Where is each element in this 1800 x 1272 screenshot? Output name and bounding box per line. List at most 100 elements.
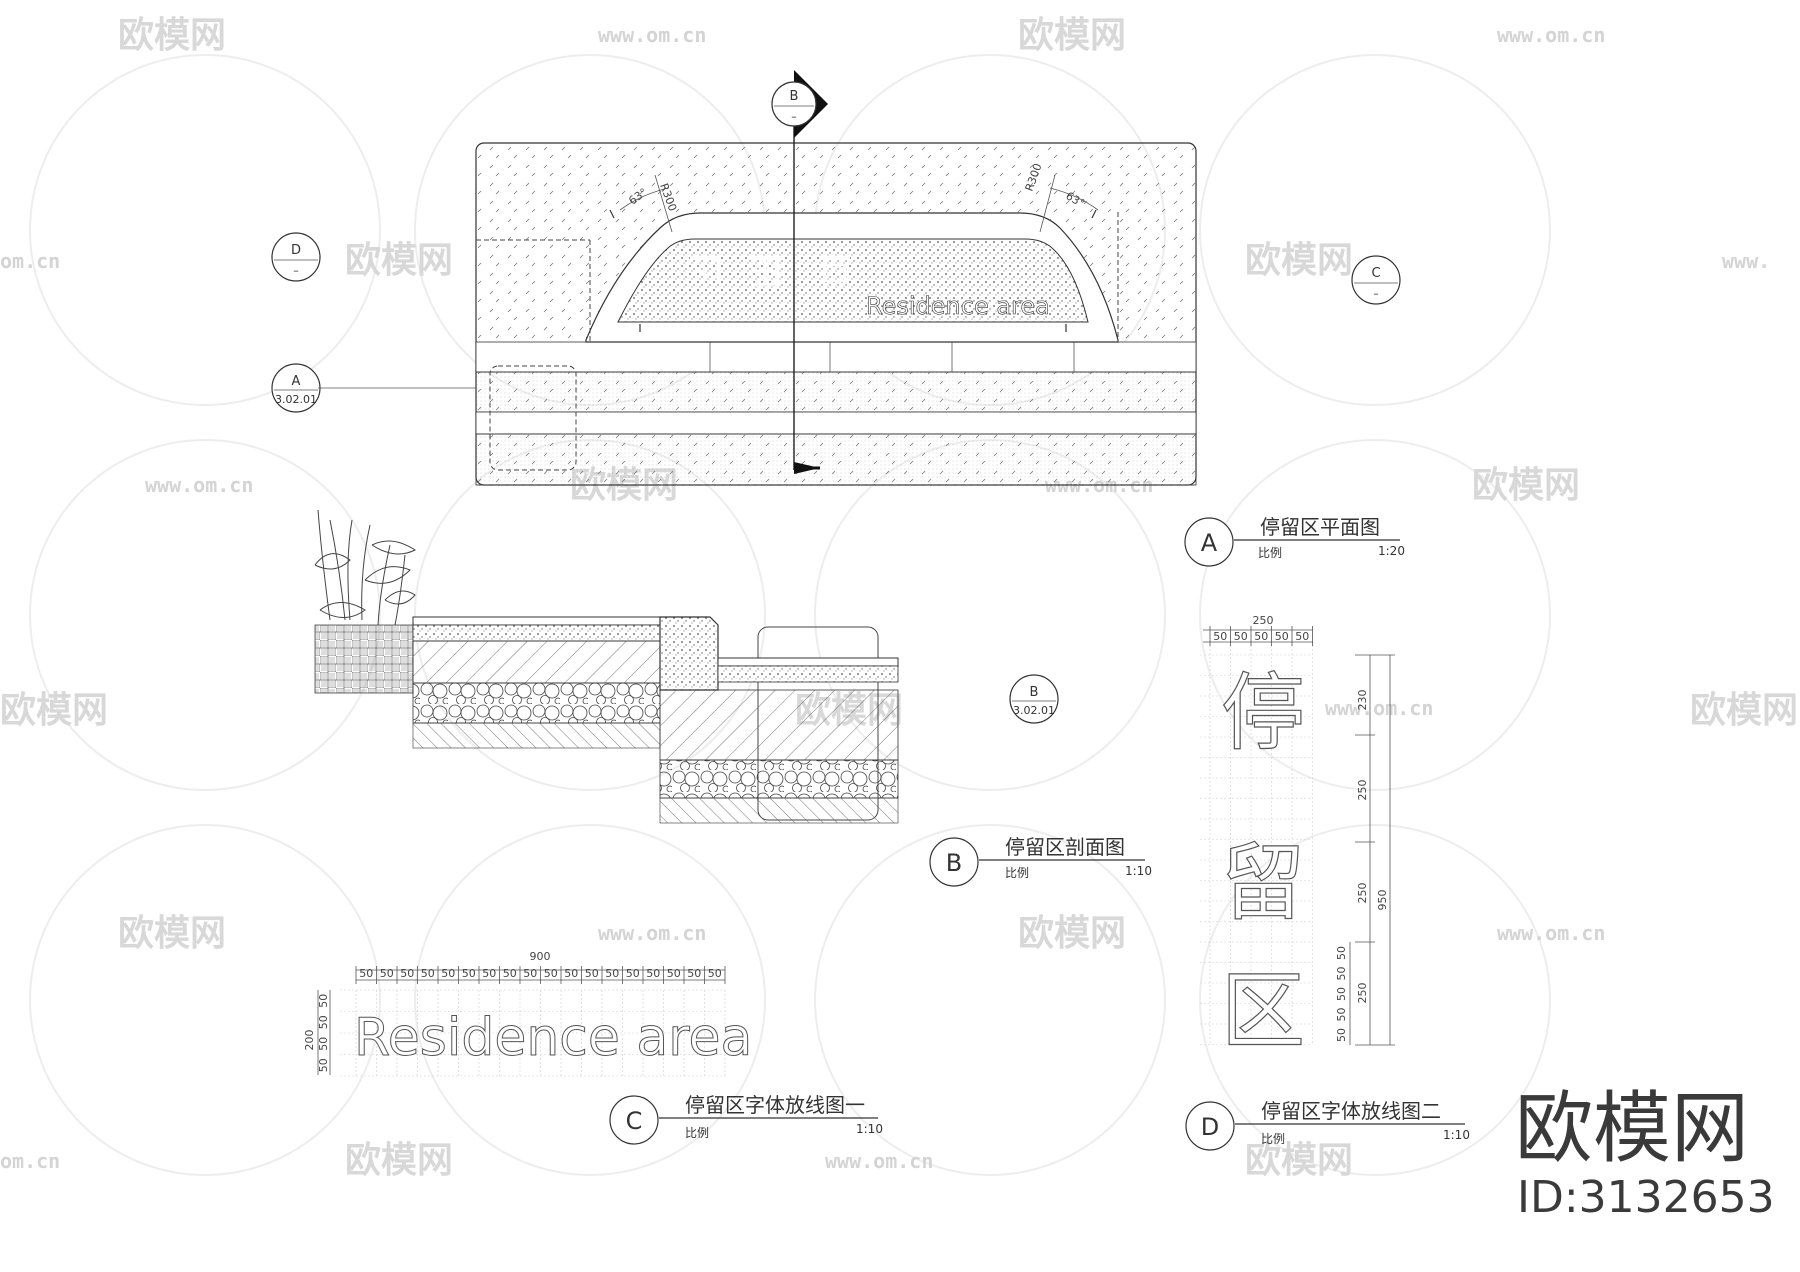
layout-c-unit-dim: 50 <box>380 967 394 980</box>
plan-sign-chinese <box>678 256 850 286</box>
title-a-text: 停留区平面图 <box>1260 515 1380 539</box>
layout-d-unit-dim: 50 <box>1295 630 1309 643</box>
title-b-scale-label: 比例 <box>1005 866 1029 880</box>
watermark-url: www.om.cn <box>1497 23 1605 47</box>
plan-sign-text: Residence area <box>866 292 1050 320</box>
plan-edge-band <box>475 433 1197 486</box>
layout-c-unit-dim: 50 <box>462 967 476 980</box>
plan-view: Residence area 63° R300 R300 63° B – D –… <box>271 70 1401 486</box>
layout-c-unit-dim: 50 <box>359 967 373 980</box>
layout-c-total-dim: 900 <box>530 950 551 963</box>
layout-c-unit-dim: 50 <box>441 967 455 980</box>
title-b-text: 停留区剖面图 <box>1005 835 1125 859</box>
layout-c-unit-dim: 50 <box>585 967 599 980</box>
watermark-logo: 欧模网 <box>118 913 226 954</box>
watermark-logo: 欧模网 <box>1690 690 1798 731</box>
layout-c-height-dim: 200 <box>303 1030 316 1051</box>
layout-c-unit-dim: 50 <box>626 967 640 980</box>
layout-c-unit-dim: 50 <box>708 967 722 980</box>
plan-path-band <box>475 411 1197 435</box>
title-block-b: B 停留区剖面图 比例 1:10 <box>929 835 1152 887</box>
callout-b-section <box>1009 674 1059 724</box>
callout-d-plan <box>271 232 321 282</box>
watermark-logo: 欧模网 <box>345 1140 453 1181</box>
title-c-letter: C <box>626 1107 643 1135</box>
callout-d-plan-top: D <box>291 243 301 258</box>
layout-c-side-unit-dim: 50 <box>317 1058 330 1072</box>
layout-d-side-unit-dim: 50 <box>1335 1028 1348 1042</box>
watermark-logo: 欧模网 <box>1245 240 1353 281</box>
watermark-url: www.om.cn <box>145 473 253 497</box>
layout-d-total-top: 250 <box>1253 614 1274 627</box>
watermark-url: www.om.cn <box>598 23 706 47</box>
title-block-c: C 停留区字体放线图一 比例 1:10 <box>609 1093 883 1145</box>
layout-c-unit-dim: 50 <box>482 967 496 980</box>
layout-d-side-230: 230 <box>1356 690 1369 711</box>
layout-d-unit-dim: 50 <box>1275 630 1289 643</box>
callout-a-plan-bottom: 3.02.01 <box>275 393 317 406</box>
layout-d-side-unit-dim: 50 <box>1335 967 1348 981</box>
layout-d-side-250-1: 250 <box>1356 780 1369 801</box>
layout-c-unit-dim: 50 <box>687 967 701 980</box>
watermark-url: www.om.cn <box>825 1149 933 1173</box>
title-a-scale-label: 比例 <box>1258 546 1282 560</box>
title-d-scale-label: 比例 <box>1261 1132 1285 1146</box>
title-b-letter: B <box>946 849 962 877</box>
watermark-layer: 欧模网 www.om.cn 欧模网 www.om.cn om.cn 欧模网 欧模… <box>0 15 1798 1181</box>
brand-id: ID:3132653 <box>1517 1172 1775 1223</box>
layout-d-side-unit-dim: 50 <box>1335 946 1348 960</box>
layout-d-char-3: 区 <box>1221 962 1305 1060</box>
layout-d-char-1: 停 <box>1221 664 1305 762</box>
section-curb <box>659 616 719 691</box>
layout-c: 900 50 50 50 50 50 50 50 50 50 50 50 50 50 50 50 50 50 50… <box>303 950 753 1077</box>
brand-logo: 欧模网 <box>1515 1084 1749 1174</box>
callout-b-section-bottom: 3.02.01 <box>1013 704 1055 717</box>
layout-c-side-unit-dim: 50 <box>317 1037 330 1051</box>
callout-b-plan-top: B <box>790 89 799 104</box>
layout-c-unit-dim: 50 <box>503 967 517 980</box>
section-top-finish <box>412 616 661 626</box>
layout-d-side-950: 950 <box>1376 890 1389 911</box>
callout-c-plan-bottom: – <box>1373 287 1379 300</box>
title-block-d: D 停留区字体放线图二 比例 1:10 <box>1185 1099 1470 1151</box>
watermark-logo: 欧模网 <box>1018 15 1126 56</box>
layout-d-char-2: 留 <box>1221 834 1305 932</box>
layout-c-unit-dim: 50 <box>544 967 558 980</box>
layout-c-unit-dim: 50 <box>564 967 578 980</box>
watermark-logo: 欧模网 <box>0 690 108 731</box>
callout-d-plan-bottom: – <box>293 264 299 277</box>
title-d-scale: 1:10 <box>1443 1128 1470 1142</box>
plan-planter <box>617 238 1089 323</box>
watermark-logo: 欧模网 <box>345 240 453 281</box>
layout-c-unit-dim: 50 <box>646 967 660 980</box>
plan-planter-box <box>489 365 577 471</box>
callout-a-plan-top: A <box>292 374 301 389</box>
watermark-url: www.om.cn <box>598 921 706 945</box>
title-a-letter: A <box>1201 529 1218 557</box>
watermark-arcs <box>29 54 1551 1176</box>
layout-c-unit-dim: 50 <box>667 967 681 980</box>
title-c-scale-label: 比例 <box>685 1126 709 1140</box>
watermark-logo: 欧模网 <box>118 15 226 56</box>
layout-d-unit-dim: 50 <box>1254 630 1268 643</box>
layout-d-side-unit-dim: 50 <box>1335 1008 1348 1022</box>
title-b-scale: 1:10 <box>1125 864 1152 878</box>
layout-c-side-unit-dim: 50 <box>317 994 330 1008</box>
layout-c-unit-dim: 50 <box>523 967 537 980</box>
callout-c-plan <box>1351 255 1401 305</box>
watermark-url: www.om.cn <box>1325 696 1433 720</box>
watermark-url: om.cn <box>0 1149 60 1173</box>
callout-b-plan <box>771 81 817 127</box>
layout-d-side-unit-dim: 50 <box>1335 987 1348 1001</box>
section-plants <box>314 509 417 626</box>
watermark-logo: 欧模网 <box>1472 465 1580 506</box>
layout-c-unit-dim: 50 <box>605 967 619 980</box>
layout-d-unit-dim: 50 <box>1213 630 1227 643</box>
plan-curb-band <box>475 341 1197 373</box>
layout-c-unit-dim: 50 <box>400 967 414 980</box>
title-c-text: 停留区字体放线图一 <box>685 1093 865 1117</box>
callout-c-plan-top: C <box>1371 266 1380 281</box>
layout-d-unit-dim: 50 <box>1234 630 1248 643</box>
